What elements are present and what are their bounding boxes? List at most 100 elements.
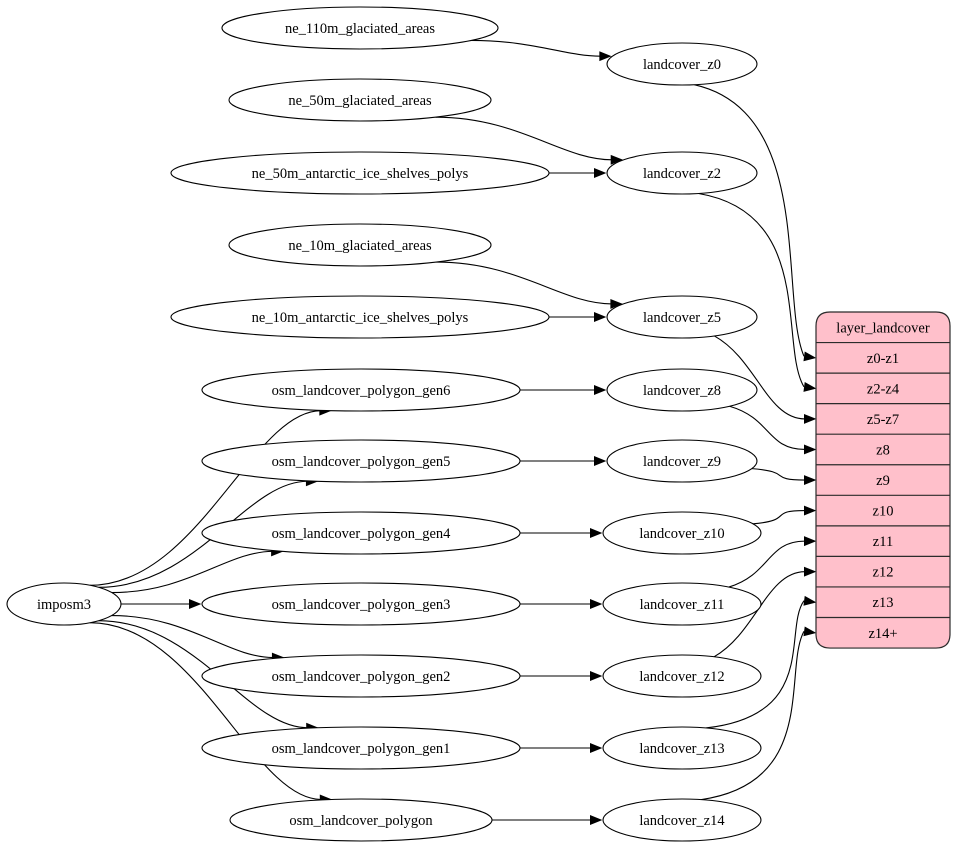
node-imposm3[interactable]: imposm3 bbox=[6, 582, 122, 626]
edge-arrowhead bbox=[590, 528, 603, 538]
table-row-label: z8 bbox=[876, 442, 890, 458]
node-label: landcover_z9 bbox=[643, 454, 721, 470]
table-row-label: z12 bbox=[873, 565, 894, 581]
edge-osm_landcover_polygon_gen1-to-landcover_z13 bbox=[520, 743, 603, 753]
edge-imposm3-to-osm_landcover_polygon_gen3 bbox=[121, 599, 202, 609]
node-osm_landcover_polygon_gen6[interactable]: osm_landcover_polygon_gen6 bbox=[201, 368, 521, 412]
edge-path bbox=[751, 468, 806, 481]
edge-path bbox=[705, 600, 805, 729]
edge-osm_landcover_polygon_gen5-to-landcover_z9 bbox=[520, 456, 607, 466]
node-ellipse bbox=[602, 582, 762, 626]
node-landcover_z2[interactable]: landcover_z2 bbox=[606, 151, 758, 195]
edge-path bbox=[714, 335, 806, 420]
node-osm_landcover_polygon_gen2[interactable]: osm_landcover_polygon_gen2 bbox=[201, 654, 521, 698]
edge-arrowhead bbox=[590, 743, 603, 753]
edge-imposm3-to-osm_landcover_polygon_gen6 bbox=[89, 405, 332, 586]
node-ne_10m_antarctic_ice_shelves_polys[interactable]: ne_10m_antarctic_ice_shelves_polys bbox=[170, 295, 550, 339]
node-ne_50m_antarctic_ice_shelves_polys[interactable]: ne_50m_antarctic_ice_shelves_polys bbox=[170, 151, 550, 195]
node-ellipse bbox=[6, 582, 122, 626]
node-ellipse bbox=[606, 295, 758, 339]
node-label: imposm3 bbox=[37, 597, 91, 613]
table-row-label: z5-z7 bbox=[867, 412, 899, 428]
node-landcover_z8[interactable]: landcover_z8 bbox=[606, 368, 758, 412]
edge-landcover_z14-to-z14+ bbox=[700, 626, 817, 801]
node-landcover_z11[interactable]: landcover_z11 bbox=[602, 582, 762, 626]
node-landcover_z12[interactable]: landcover_z12 bbox=[602, 654, 762, 698]
node-label: osm_landcover_polygon_gen5 bbox=[272, 454, 451, 470]
node-label: landcover_z0 bbox=[643, 57, 721, 73]
table-layer: layer_landcoverz0-z1z2-z4z5-z7z8z9z10z11… bbox=[815, 311, 951, 649]
node-label: landcover_z10 bbox=[639, 526, 724, 542]
node-label: osm_landcover_polygon_gen6 bbox=[272, 383, 451, 399]
node-label: ne_50m_antarctic_ice_shelves_polys bbox=[252, 166, 469, 182]
edge-path bbox=[111, 550, 273, 594]
node-ne_50m_glaciated_areas[interactable]: ne_50m_glaciated_areas bbox=[228, 78, 492, 122]
edge-osm_landcover_polygon_gen6-to-landcover_z8 bbox=[520, 385, 607, 395]
edge-arrowhead bbox=[610, 298, 623, 309]
edge-landcover_z11-to-z11 bbox=[728, 536, 817, 588]
node-ellipse bbox=[201, 439, 521, 483]
edge-path bbox=[111, 614, 274, 659]
node-osm_landcover_polygon_gen4[interactable]: osm_landcover_polygon_gen4 bbox=[201, 511, 521, 555]
node-ne_110m_glaciated_areas[interactable]: ne_110m_glaciated_areas bbox=[221, 6, 499, 50]
node-landcover_z9[interactable]: landcover_z9 bbox=[606, 439, 758, 483]
node-label: landcover_z13 bbox=[639, 741, 724, 757]
node-ne_10m_glaciated_areas[interactable]: ne_10m_glaciated_areas bbox=[228, 223, 492, 267]
edge-ne_110m_glaciated_areas-to-landcover_z0 bbox=[471, 39, 612, 62]
edge-landcover_z8-to-z8 bbox=[729, 405, 817, 455]
node-ellipse bbox=[201, 368, 521, 412]
node-osm_landcover_polygon[interactable]: osm_landcover_polygon bbox=[229, 798, 493, 842]
edge-path bbox=[471, 39, 601, 57]
edge-path bbox=[753, 510, 806, 525]
edge-imposm3-to-osm_landcover_polygon bbox=[89, 622, 333, 805]
node-label: landcover_z2 bbox=[643, 166, 721, 182]
node-landcover_z10[interactable]: landcover_z10 bbox=[602, 511, 762, 555]
table-layer-landcover[interactable]: layer_landcoverz0-z1z2-z4z5-z7z8z9z10z11… bbox=[815, 311, 951, 649]
node-ellipse bbox=[606, 151, 758, 195]
edge-arrowhead bbox=[804, 444, 817, 455]
edge-arrowhead bbox=[590, 671, 603, 681]
table-row-label: z11 bbox=[873, 534, 893, 550]
edge-osm_landcover_polygon_gen3-to-landcover_z11 bbox=[520, 599, 603, 609]
edge-path bbox=[89, 622, 322, 801]
edge-path bbox=[700, 631, 805, 801]
node-label: landcover_z5 bbox=[643, 310, 721, 326]
edge-arrowhead bbox=[804, 475, 817, 485]
edge-arrowhead bbox=[594, 168, 607, 178]
node-ellipse bbox=[602, 798, 762, 842]
node-ellipse bbox=[606, 439, 758, 483]
node-label: ne_110m_glaciated_areas bbox=[285, 21, 435, 37]
node-osm_landcover_polygon_gen1[interactable]: osm_landcover_polygon_gen1 bbox=[201, 726, 521, 770]
node-ellipse bbox=[170, 151, 550, 195]
edge-arrowhead bbox=[804, 536, 817, 547]
table-title: layer_landcover bbox=[836, 320, 930, 336]
edge-osm_landcover_polygon-to-landcover_z14 bbox=[492, 815, 603, 825]
edge-ne_10m_antarctic_ice_shelves_polys-to-landcover_z5 bbox=[549, 312, 607, 322]
node-osm_landcover_polygon_gen3[interactable]: osm_landcover_polygon_gen3 bbox=[201, 582, 521, 626]
edge-path bbox=[89, 410, 321, 586]
node-ellipse bbox=[606, 42, 758, 86]
edge-arrowhead bbox=[804, 505, 817, 516]
node-ellipse bbox=[201, 511, 521, 555]
node-ellipse bbox=[228, 78, 492, 122]
node-label: osm_landcover_polygon bbox=[289, 813, 433, 829]
node-ellipse bbox=[201, 654, 521, 698]
table-row-label: z13 bbox=[873, 595, 894, 611]
edge-path bbox=[729, 405, 806, 451]
edge-arrowhead bbox=[590, 815, 603, 825]
node-layer: imposm3 ne_110m_glaciated_areas ne_50m_gla… bbox=[6, 6, 762, 842]
node-landcover_z0[interactable]: landcover_z0 bbox=[606, 42, 758, 86]
node-label: landcover_z11 bbox=[640, 597, 725, 613]
edge-arrowhead bbox=[590, 599, 603, 609]
edge-path bbox=[698, 192, 805, 388]
node-landcover_z13[interactable]: landcover_z13 bbox=[602, 726, 762, 770]
edge-arrowhead bbox=[804, 566, 817, 577]
edge-ne_50m_glaciated_areas-to-landcover_z2 bbox=[435, 116, 624, 165]
edge-osm_landcover_polygon_gen2-to-landcover_z12 bbox=[520, 671, 603, 681]
node-landcover_z14[interactable]: landcover_z14 bbox=[602, 798, 762, 842]
table-row-label: z2-z4 bbox=[867, 381, 900, 397]
edge-arrowhead bbox=[594, 385, 607, 395]
node-ellipse bbox=[228, 223, 492, 267]
node-osm_landcover_polygon_gen5[interactable]: osm_landcover_polygon_gen5 bbox=[201, 439, 521, 483]
node-landcover_z5[interactable]: landcover_z5 bbox=[606, 295, 758, 339]
